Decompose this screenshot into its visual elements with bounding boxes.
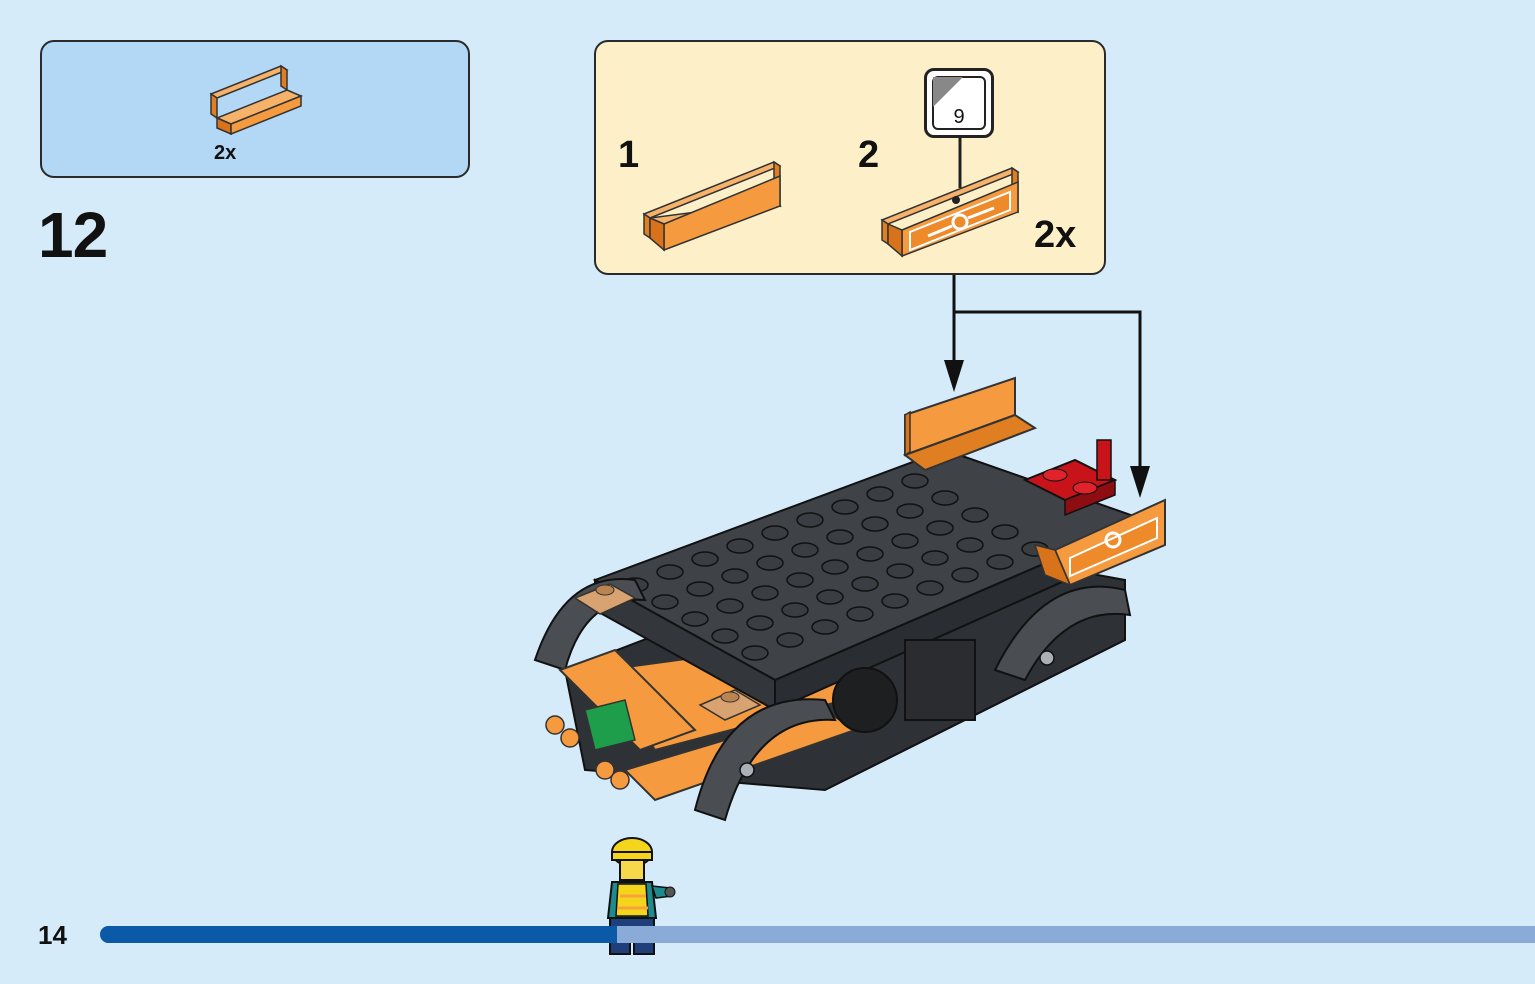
- page-number: 14: [38, 920, 67, 950]
- parts-list-callout: 2x: [40, 40, 470, 178]
- substep-1-label: 1: [618, 134, 640, 176]
- build-progress-bar: [100, 926, 1535, 943]
- substep-2-label: 2: [858, 134, 880, 176]
- build-progress-fill: [100, 926, 617, 943]
- sticker-sheet-icon: 9: [924, 68, 994, 138]
- orange-bracket-part-icon: [209, 64, 303, 136]
- submodel-quantity: 2x: [1034, 214, 1077, 256]
- sticker-pointer-line: [958, 138, 962, 188]
- sticker-number: 9: [953, 106, 965, 128]
- bracket-plain-image: [642, 160, 783, 252]
- step-number: 12: [38, 199, 108, 271]
- vehicle-chassis-model: [533, 376, 1166, 822]
- bracket-with-sticker-image: [880, 166, 1020, 258]
- part-quantity: 2x: [214, 142, 237, 164]
- submodel-callout: 1 2 9 2x: [594, 40, 1106, 275]
